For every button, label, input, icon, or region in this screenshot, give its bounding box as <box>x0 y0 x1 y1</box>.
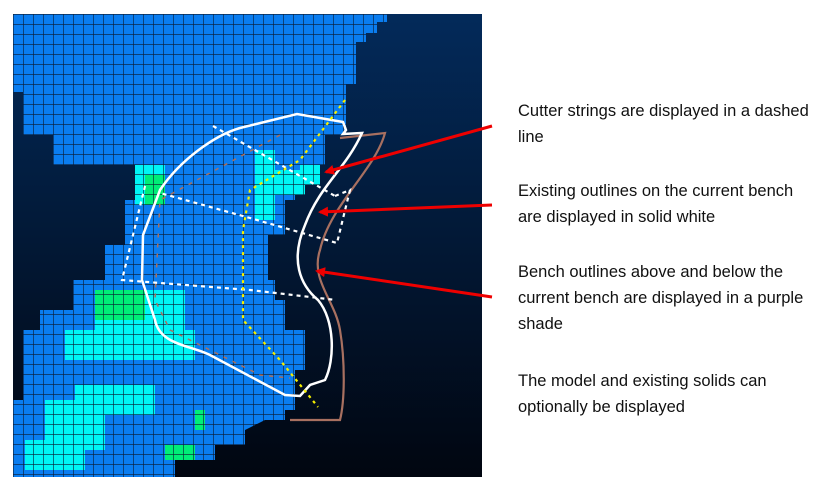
annotation-arrows <box>315 124 493 299</box>
arrow-cutter-strings <box>324 124 493 175</box>
grade-blocks-high <box>25 150 320 470</box>
bench-outline-adjacent-inner <box>154 134 291 379</box>
label-model-solids: The model and existing solids can option… <box>518 372 767 416</box>
label-bench-outlines: Bench outlines above and below the curre… <box>518 263 804 333</box>
label-cutter-strings: Cutter strings are displayed in a dashed… <box>518 102 809 146</box>
block-model <box>13 14 387 477</box>
bench-outline-adjacent <box>290 131 387 422</box>
cutter-strings <box>120 99 352 408</box>
existing-outline-current-bench <box>140 112 365 398</box>
label-existing-outlines: Existing outlines on the current bench a… <box>518 182 794 226</box>
arrow-bench-outlines <box>315 267 493 299</box>
arrow-existing-outlines <box>318 203 493 217</box>
